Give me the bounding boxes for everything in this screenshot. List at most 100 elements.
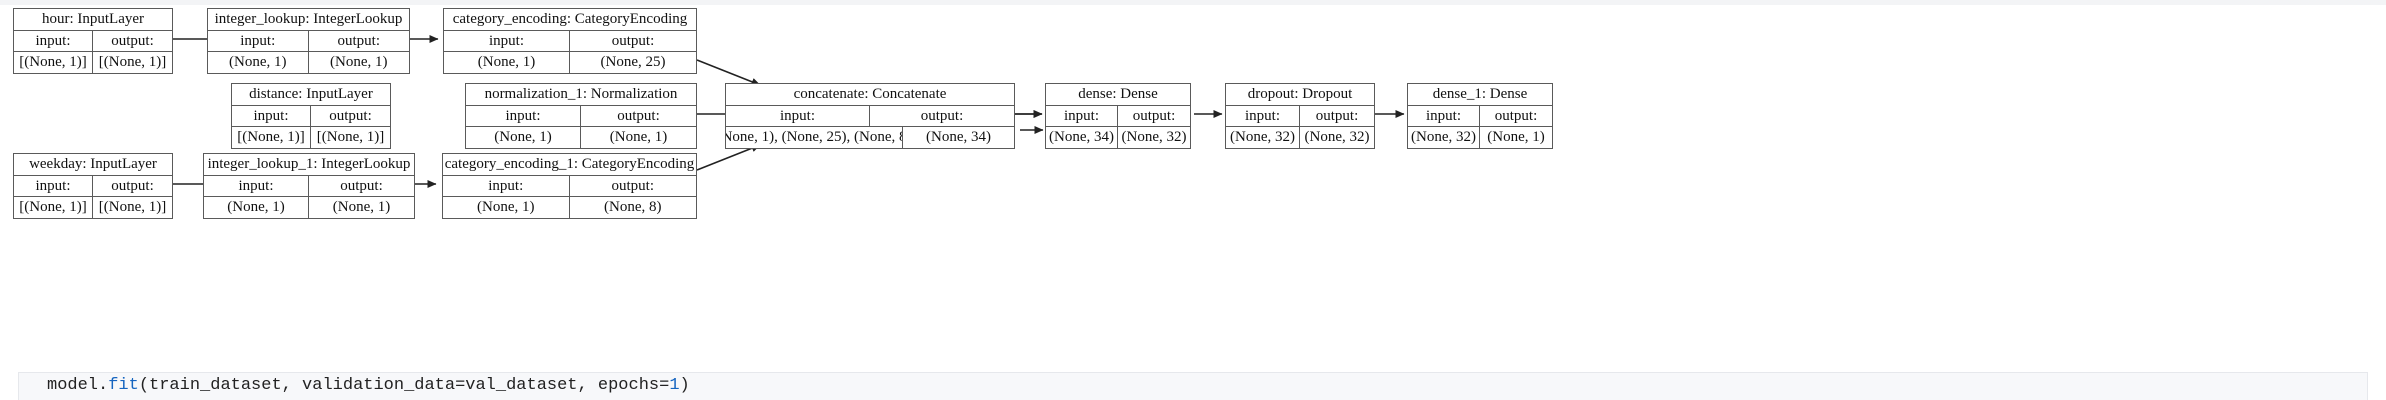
- output-shape: (None, 1): [330, 54, 388, 70]
- output-label: output:: [340, 177, 383, 194]
- input-label: input:: [444, 31, 570, 51]
- node-shapes-row: (None, 1) (None, 1): [204, 197, 414, 218]
- output-top-separator: [0, 0, 2386, 5]
- node-title: distance: InputLayer: [232, 84, 390, 106]
- node-labels-row: input: output:: [444, 31, 696, 52]
- node-labels-row: input: output:: [1046, 106, 1190, 127]
- code-fit-call: fit: [108, 376, 139, 395]
- node-distance[interactable]: distance: InputLayer input: output: [(No…: [231, 83, 391, 149]
- node-title: normalization_1: Normalization: [466, 84, 696, 106]
- output-shape: [(None, 1)]: [98, 199, 167, 215]
- input-label: input:: [204, 176, 309, 196]
- node-shapes-row: [(None, 1), (None, 25), (None, 8)] (None…: [726, 127, 1014, 148]
- node-labels-row: input: output:: [14, 31, 172, 52]
- node-concatenate[interactable]: concatenate: Concatenate input: output: …: [725, 83, 1015, 149]
- node-category-encoding-1[interactable]: category_encoding_1: CategoryEncoding in…: [442, 153, 697, 219]
- node-labels-row: input: output:: [14, 176, 172, 197]
- input-shape: (None, 34): [1046, 127, 1118, 148]
- output-shape: [(None, 1)]: [98, 54, 167, 70]
- node-shapes-row: (None, 1) (None, 25): [444, 52, 696, 73]
- input-shape: [(None, 1)]: [14, 197, 93, 218]
- input-label: input:: [1226, 106, 1300, 126]
- code-line[interactable]: model.fit(train_dataset, validation_data…: [19, 373, 2367, 399]
- node-shapes-row: (None, 32) (None, 32): [1226, 127, 1374, 148]
- node-shapes-row: (None, 32) (None, 1): [1408, 127, 1552, 148]
- node-labels-row: input: output:: [443, 176, 696, 197]
- input-label: input:: [443, 176, 570, 196]
- code-args: train_dataset, validation_data=val_datas…: [149, 376, 670, 395]
- output-label: output:: [111, 32, 154, 49]
- output-shape: [(None, 1)]: [316, 129, 385, 145]
- input-label: input:: [466, 106, 581, 126]
- node-labels-row: input: output:: [208, 31, 409, 52]
- output-shape: (None, 32): [1304, 129, 1370, 145]
- input-label: input:: [1408, 106, 1480, 126]
- node-integer-lookup-1[interactable]: integer_lookup_1: IntegerLookup input: o…: [203, 153, 415, 219]
- node-title: weekday: InputLayer: [14, 154, 172, 176]
- input-shape: (None, 1): [204, 197, 309, 218]
- output-label: output:: [329, 107, 372, 124]
- node-hour[interactable]: hour: InputLayer input: output: [(None, …: [13, 8, 173, 74]
- node-labels-row: input: output:: [204, 176, 414, 197]
- input-shape: [(None, 1)]: [232, 127, 311, 148]
- node-weekday[interactable]: weekday: InputLayer input: output: [(Non…: [13, 153, 173, 219]
- node-shapes-row: [(None, 1)] [(None, 1)]: [232, 127, 390, 148]
- input-shape: (None, 1): [443, 197, 570, 218]
- node-integer-lookup[interactable]: integer_lookup: IntegerLookup input: out…: [207, 8, 410, 74]
- code-object-prefix: model.: [47, 376, 109, 395]
- input-shape: (None, 1): [208, 52, 309, 73]
- input-shape: [(None, 1), (None, 25), (None, 8)]: [726, 127, 904, 148]
- node-dense[interactable]: dense: Dense input: output: (None, 34) (…: [1045, 83, 1191, 149]
- node-dropout[interactable]: dropout: Dropout input: output: (None, 3…: [1225, 83, 1375, 149]
- output-label: output:: [337, 32, 380, 49]
- input-label: input:: [726, 106, 870, 126]
- input-label: input:: [14, 176, 93, 196]
- output-shape: (None, 8): [604, 199, 662, 215]
- output-label: output:: [617, 107, 660, 124]
- output-label: output:: [1315, 107, 1359, 124]
- output-label: output:: [1494, 107, 1538, 124]
- input-shape: (None, 32): [1226, 127, 1300, 148]
- output-shape: (None, 1): [609, 129, 668, 145]
- input-label: input:: [1046, 106, 1118, 126]
- node-category-encoding[interactable]: category_encoding: CategoryEncoding inpu…: [443, 8, 697, 74]
- node-labels-row: input: output:: [466, 106, 696, 127]
- node-title: category_encoding_1: CategoryEncoding: [443, 154, 696, 176]
- node-title: category_encoding: CategoryEncoding: [444, 9, 696, 31]
- input-shape: (None, 32): [1408, 127, 1480, 148]
- node-normalization-1[interactable]: normalization_1: Normalization input: ou…: [465, 83, 697, 149]
- output-shape: (None, 32): [1121, 129, 1187, 145]
- output-label: output:: [611, 177, 654, 194]
- code-close-paren: ): [679, 376, 690, 395]
- code-cell[interactable]: model.fit(train_dataset, validation_data…: [18, 372, 2368, 400]
- node-title: hour: InputLayer: [14, 9, 172, 31]
- code-epochs-value: 1: [669, 376, 680, 395]
- output-shape: (None, 34): [926, 129, 992, 145]
- node-title: dense_1: Dense: [1408, 84, 1552, 106]
- input-shape: [(None, 1)]: [14, 52, 93, 73]
- input-label: input:: [232, 106, 311, 126]
- model-architecture-diagram: hour: InputLayer input: output: [(None, …: [13, 8, 1553, 219]
- node-shapes-row: [(None, 1)] [(None, 1)]: [14, 197, 172, 218]
- output-label: output:: [111, 177, 154, 194]
- node-title: dropout: Dropout: [1226, 84, 1374, 106]
- output-label: output:: [1132, 107, 1176, 124]
- code-open-paren: (: [138, 376, 150, 395]
- node-shapes-row: (None, 34) (None, 32): [1046, 127, 1190, 148]
- node-dense-1[interactable]: dense_1: Dense input: output: (None, 32)…: [1407, 83, 1553, 149]
- output-shape: (None, 1): [332, 199, 391, 215]
- input-shape: (None, 1): [444, 52, 570, 73]
- output-shape: (None, 1): [1487, 129, 1545, 145]
- node-labels-row: input: output:: [1408, 106, 1552, 127]
- input-shape: (None, 1): [466, 127, 581, 148]
- node-shapes-row: (None, 1) (None, 1): [208, 52, 409, 73]
- output-label: output:: [611, 32, 655, 49]
- node-title: integer_lookup_1: IntegerLookup: [204, 154, 414, 176]
- input-label: input:: [14, 31, 93, 51]
- node-shapes-row: [(None, 1)] [(None, 1)]: [14, 52, 172, 73]
- input-label: input:: [208, 31, 309, 51]
- output-shape: (None, 25): [600, 54, 666, 70]
- node-shapes-row: (None, 1) (None, 1): [466, 127, 696, 148]
- node-labels-row: input: output:: [232, 106, 390, 127]
